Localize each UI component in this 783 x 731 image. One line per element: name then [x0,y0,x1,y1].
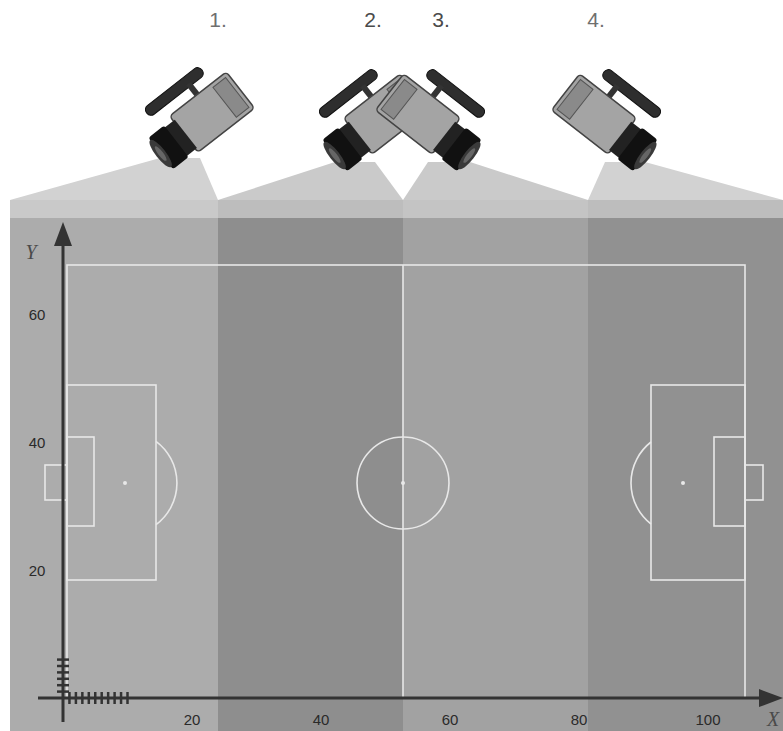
axes [38,240,766,722]
x-tick [120,692,123,704]
camera-icon [375,56,501,175]
tick-label: 60 [442,712,459,727]
view-cone [403,162,588,200]
pitch-spots [123,481,685,485]
tick-label: 40 [29,435,46,450]
x-tick [81,692,84,704]
coverage-band [403,200,588,731]
camera-icon [551,56,677,175]
tick-label: 20 [29,563,46,578]
pitch-lines [45,265,763,698]
axis-ticks [57,660,128,704]
callout-number: 3. [432,9,450,30]
y-tick [57,658,69,661]
tick-label: 20 [184,712,201,727]
y-tick [57,671,69,674]
band-strip [10,200,218,218]
callout-number: 1. [209,9,227,30]
coverage-band [588,200,783,731]
camera-icon [128,54,254,173]
axis-name: X [767,709,779,729]
x-tick [68,692,71,704]
x-tick [113,692,116,704]
view-cone [10,158,218,200]
tick-label: 80 [571,712,588,727]
y-tick [57,690,69,693]
x-tick [94,692,97,704]
x-tick [75,692,78,704]
y-tick [57,678,69,681]
coverage-band [218,200,403,731]
view-cone [218,162,403,200]
axis-name: Y [25,242,36,262]
y-tick [57,665,69,668]
x-tick [100,692,103,704]
x-arrowhead [759,689,783,707]
x-tick [126,692,129,704]
view-cone [588,162,783,200]
tick-label: 100 [695,712,720,727]
band-strip [218,200,403,218]
coverage-band [10,200,218,731]
band-strip [588,200,783,218]
tick-label: 60 [29,307,46,322]
y-arrowhead [54,222,72,246]
x-tick [107,692,110,704]
callout-number: 2. [364,9,382,30]
tick-label: 40 [313,712,330,727]
band-strip [403,200,588,218]
y-tick [57,684,69,687]
x-tick [88,692,91,704]
callout-number: 4. [587,9,605,30]
